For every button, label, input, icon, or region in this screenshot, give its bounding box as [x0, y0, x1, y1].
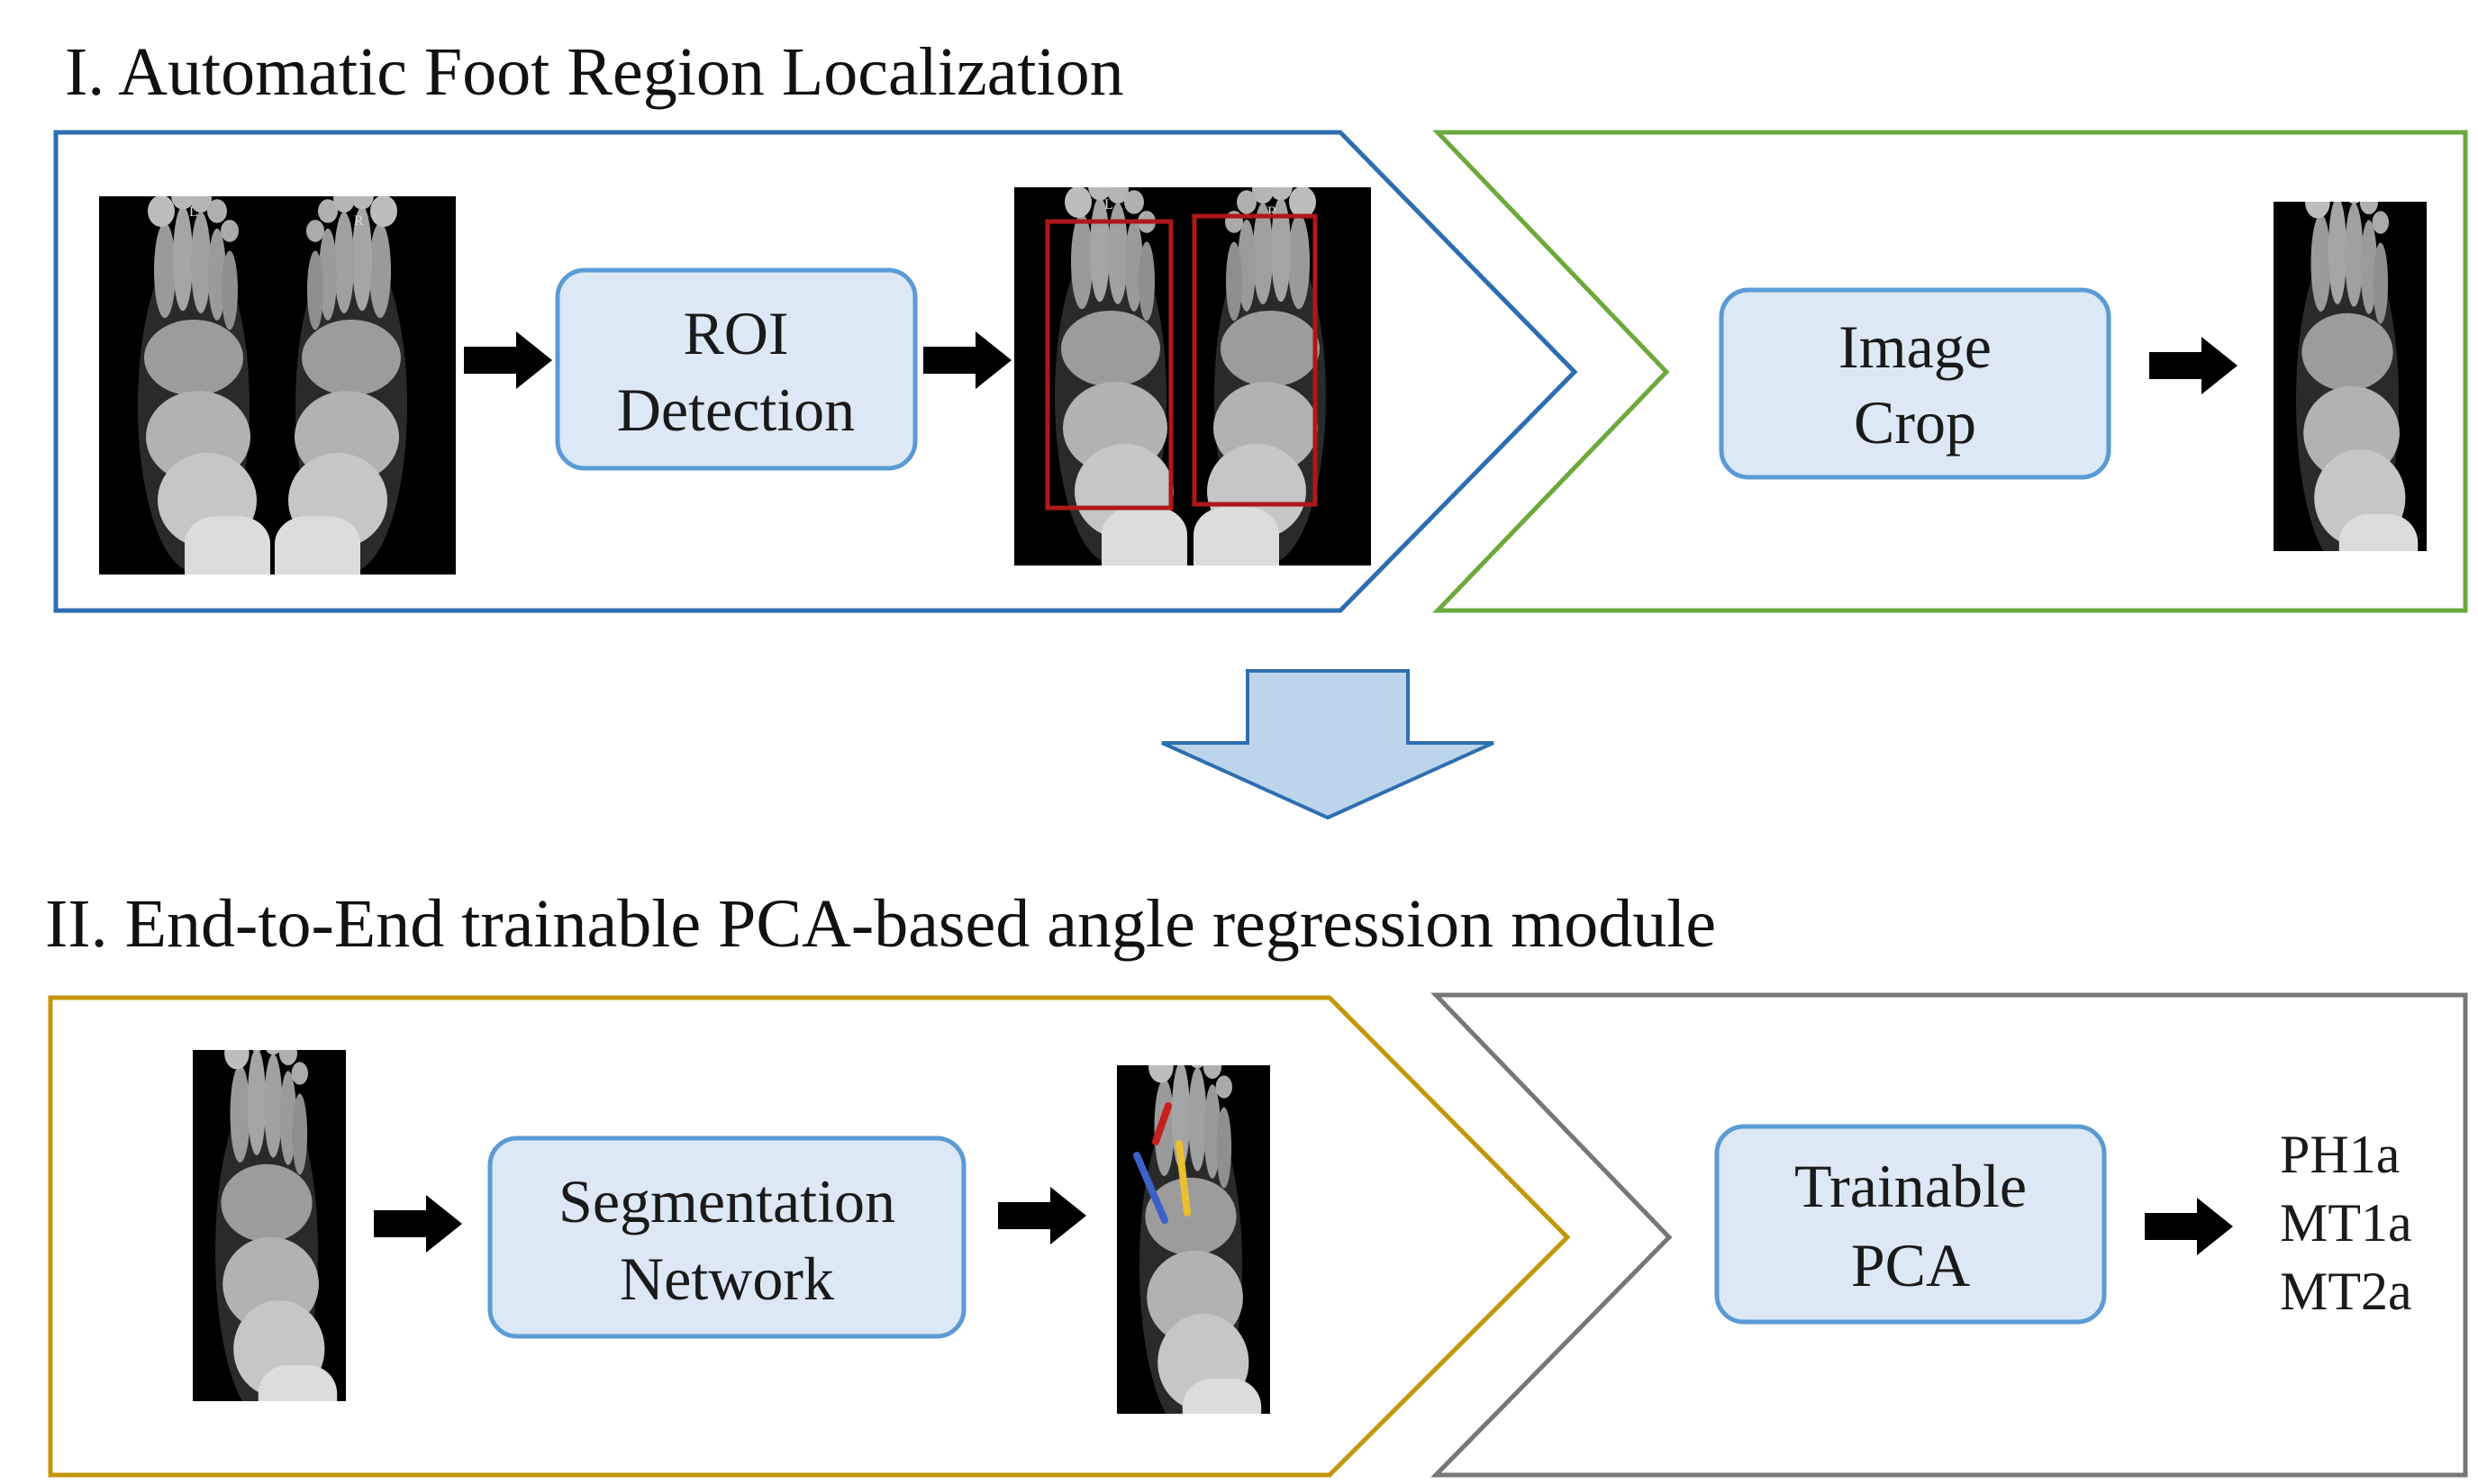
right-arrow-icon	[923, 331, 1012, 389]
trainable-pca-line1: Trainable	[1794, 1152, 2027, 1220]
xray-input-foot	[193, 1050, 346, 1401]
roi-right-label: R	[1267, 204, 1277, 220]
right-arrow-icon	[2149, 337, 2237, 394]
segmentation-line2: Network	[620, 1244, 834, 1313]
roi-left-label: L	[1104, 197, 1113, 213]
right-arrow-icon	[374, 1195, 462, 1253]
regression-chevron-gray	[1430, 992, 2468, 1478]
roi-detection-line1: ROI	[683, 299, 788, 367]
roi-detection-line2: Detection	[617, 376, 855, 444]
xray-segmented-foot	[1117, 1065, 1270, 1414]
right-arrow-icon	[464, 331, 552, 389]
roi-box-left	[1045, 219, 1174, 511]
output-mt1a: MT1a	[2280, 1193, 2412, 1253]
section1-title: I. Automatic Foot Region Localization	[65, 34, 1124, 110]
section2-title: II. End-to-End trainable PCA-based angle…	[45, 886, 1717, 962]
localization-chevron-green	[1432, 130, 2468, 613]
image-crop-box	[1719, 287, 2111, 480]
image-crop-line2: Crop	[1854, 388, 1976, 457]
segmentation-overlay-yellow	[1175, 1140, 1191, 1217]
xray-cropped-foot	[2274, 202, 2427, 551]
xray-both-feet	[99, 196, 456, 575]
localization-chevron-blue	[53, 130, 1578, 613]
segmentation-overlay-red	[1152, 1102, 1172, 1145]
image-crop-line1: Image	[1838, 312, 1992, 381]
xray-right-label: R	[354, 213, 364, 229]
trainable-pca-line2: PCA	[1851, 1231, 1970, 1299]
trainable-pca-box	[1714, 1124, 2107, 1325]
xray-left-label: L	[189, 204, 198, 220]
segmentation-overlay-blue	[1133, 1152, 1168, 1224]
segmentation-network-box	[487, 1136, 967, 1339]
output-mt2a: MT2a	[2280, 1262, 2412, 1321]
down-arrow-icon	[1161, 669, 1494, 820]
right-arrow-icon	[998, 1187, 1086, 1244]
segmentation-line1: Segmentation	[558, 1167, 895, 1235]
roi-detection-box	[555, 267, 918, 471]
output-ph1a: PH1a	[2280, 1125, 2400, 1184]
regression-chevron-gold	[48, 995, 1571, 1478]
right-arrow-icon	[2145, 1198, 2233, 1255]
roi-box-right	[1192, 213, 1318, 507]
